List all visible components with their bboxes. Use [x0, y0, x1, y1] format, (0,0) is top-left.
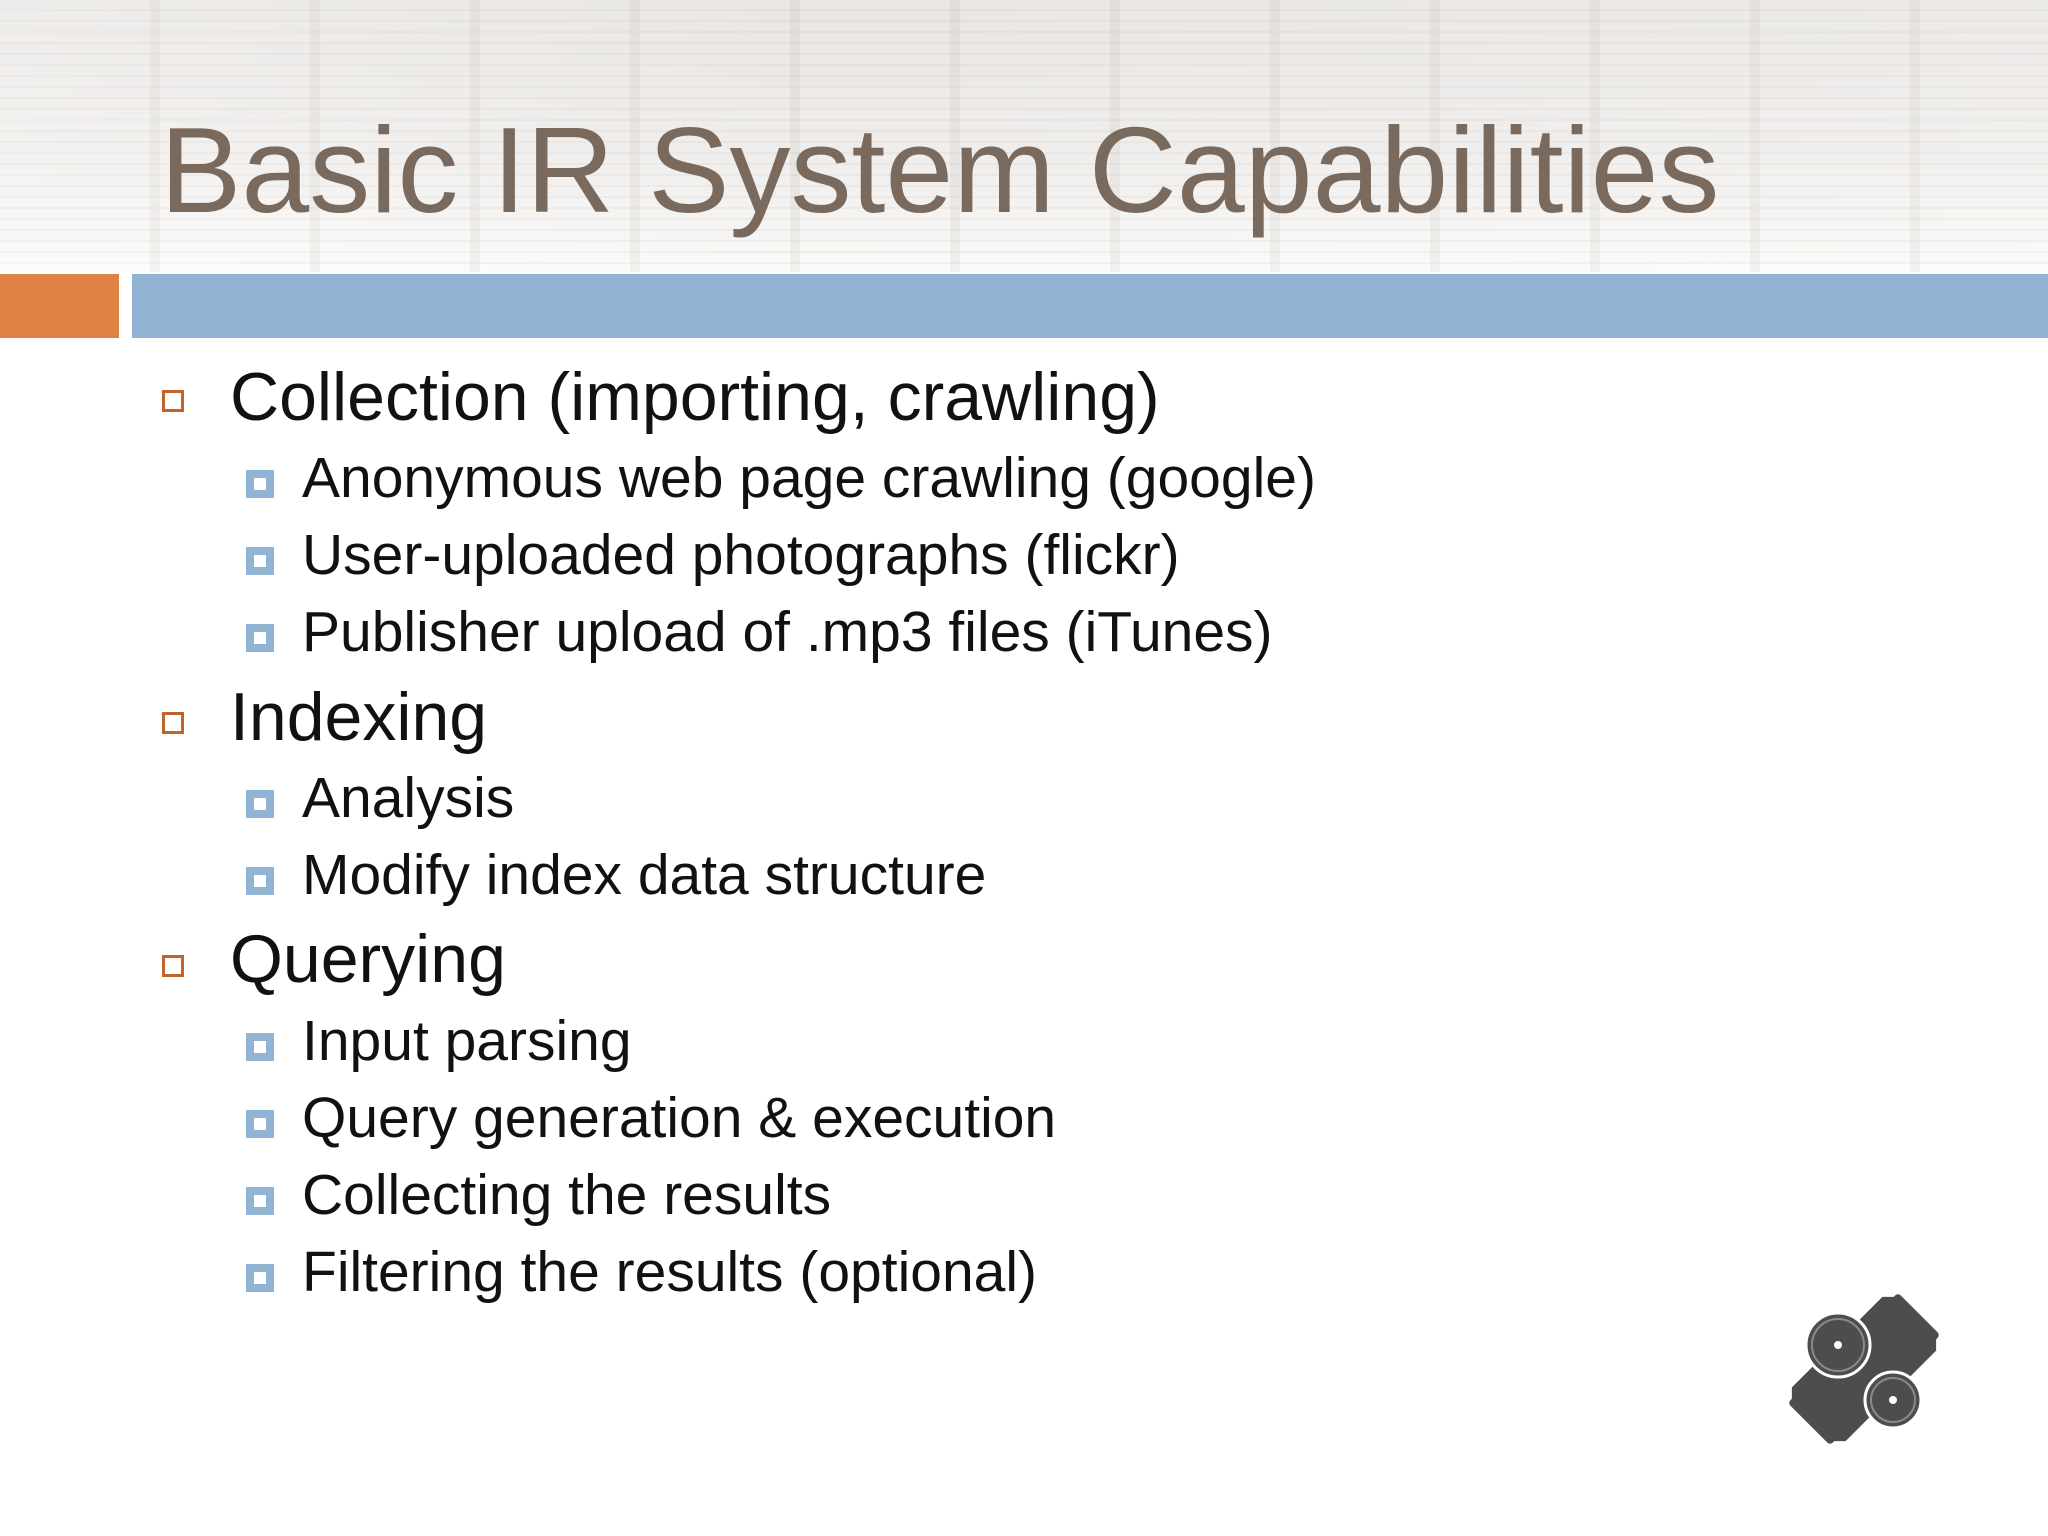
bullet-square-icon — [162, 955, 184, 977]
slide-title: Basic IR System Capabilities — [160, 102, 1720, 238]
list-item: Filtering the results (optional) — [302, 1240, 1037, 1304]
list-item: Input parsing — [302, 1009, 632, 1073]
list-item: Collecting the results — [302, 1163, 832, 1227]
list-item: Anonymous web page crawling (google) — [302, 446, 1316, 510]
section-heading: Indexing — [230, 679, 488, 755]
bullet-square-filled-icon — [246, 547, 274, 575]
list-item: Modify index data structure — [302, 843, 987, 907]
list-item: Publisher upload of .mp3 files (iTunes) — [302, 600, 1273, 664]
bullet-square-filled-icon — [246, 1264, 274, 1292]
header-background — [0, 0, 2048, 272]
bullet-square-filled-icon — [246, 867, 274, 895]
header-overlay — [0, 0, 2048, 272]
bullet-square-icon — [162, 390, 184, 412]
bullet-square-filled-icon — [246, 1187, 274, 1215]
list-item: User-uploaded photographs (flickr) — [302, 523, 1180, 587]
bullet-square-filled-icon — [246, 790, 274, 818]
section-heading: Collection (importing, crawling) — [230, 359, 1160, 435]
bullet-square-icon — [162, 712, 184, 734]
bullet-square-filled-icon — [246, 624, 274, 652]
bullet-square-filled-icon — [246, 1033, 274, 1061]
list-item: Query generation & execution — [302, 1086, 1057, 1150]
accent-bar-orange — [0, 274, 119, 338]
list-item: Analysis — [302, 766, 515, 830]
bullet-square-filled-icon — [246, 470, 274, 498]
film-reel-logo-icon — [1789, 1294, 1939, 1444]
accent-bar-blue — [132, 274, 2048, 338]
section-heading: Querying — [230, 921, 506, 997]
bullet-square-filled-icon — [246, 1110, 274, 1138]
